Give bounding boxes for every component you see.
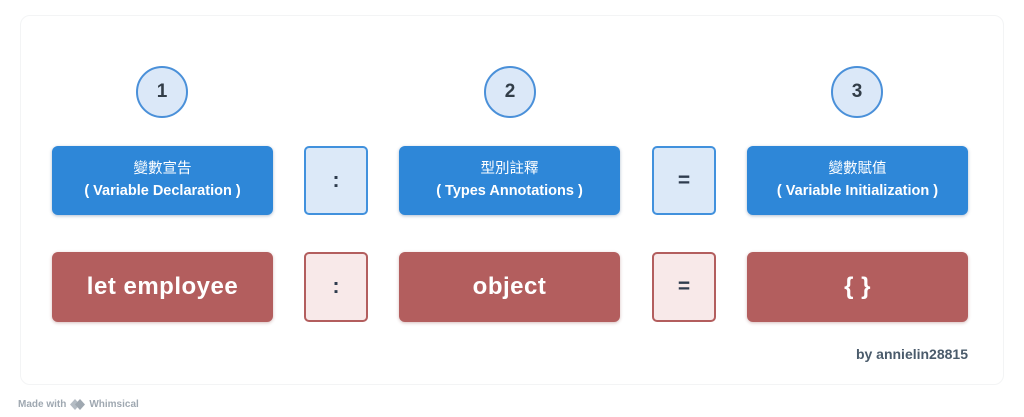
operator-box-equals-red: = [652,252,716,322]
colon-symbol: : [332,275,340,298]
made-with-label: Made with [18,399,67,410]
step-circle-2: 2 [484,66,536,118]
code-box-empty-object: { } [747,252,968,322]
made-with-whimsical-watermark: Made with Whimsical [18,399,139,410]
step-circle-1: 1 [136,66,188,118]
step-box-variable-declaration: 變數宣告 ( Variable Declaration ) [52,146,273,215]
step-label-en: ( Types Annotations ) [436,182,583,199]
operator-box-equals-blue: = [652,146,716,215]
equals-symbol: = [677,275,691,298]
code-box-let-employee: let employee [52,252,273,322]
step-label-zh: 變數賦值 [828,161,887,178]
step-label-zh: 型別註釋 [480,161,539,178]
code-box-object: object [399,252,620,322]
step-box-variable-initialization: 變數賦值 ( Variable Initialization ) [747,146,968,215]
colon-symbol: : [332,168,340,192]
whimsical-diamond-icon [70,399,86,410]
step-label-en: ( Variable Initialization ) [776,182,939,199]
operator-box-colon-red: : [304,252,368,322]
step-box-types-annotations: 型別註釋 ( Types Annotations ) [399,146,620,215]
step-number: 3 [851,81,863,102]
whimsical-brand-label[interactable]: Whimsical [89,399,139,410]
code-text: { } [844,273,871,300]
equals-symbol: = [677,168,691,192]
author-credit: by annielin28815 [855,346,968,362]
code-text: object [472,273,547,300]
step-circle-3: 3 [831,66,883,118]
step-number: 1 [156,81,168,102]
operator-box-colon-blue: : [304,146,368,215]
step-number: 2 [504,81,516,102]
step-label-zh: 變數宣告 [133,161,192,178]
step-label-en: ( Variable Declaration ) [84,182,241,199]
code-text: let employee [86,273,239,300]
